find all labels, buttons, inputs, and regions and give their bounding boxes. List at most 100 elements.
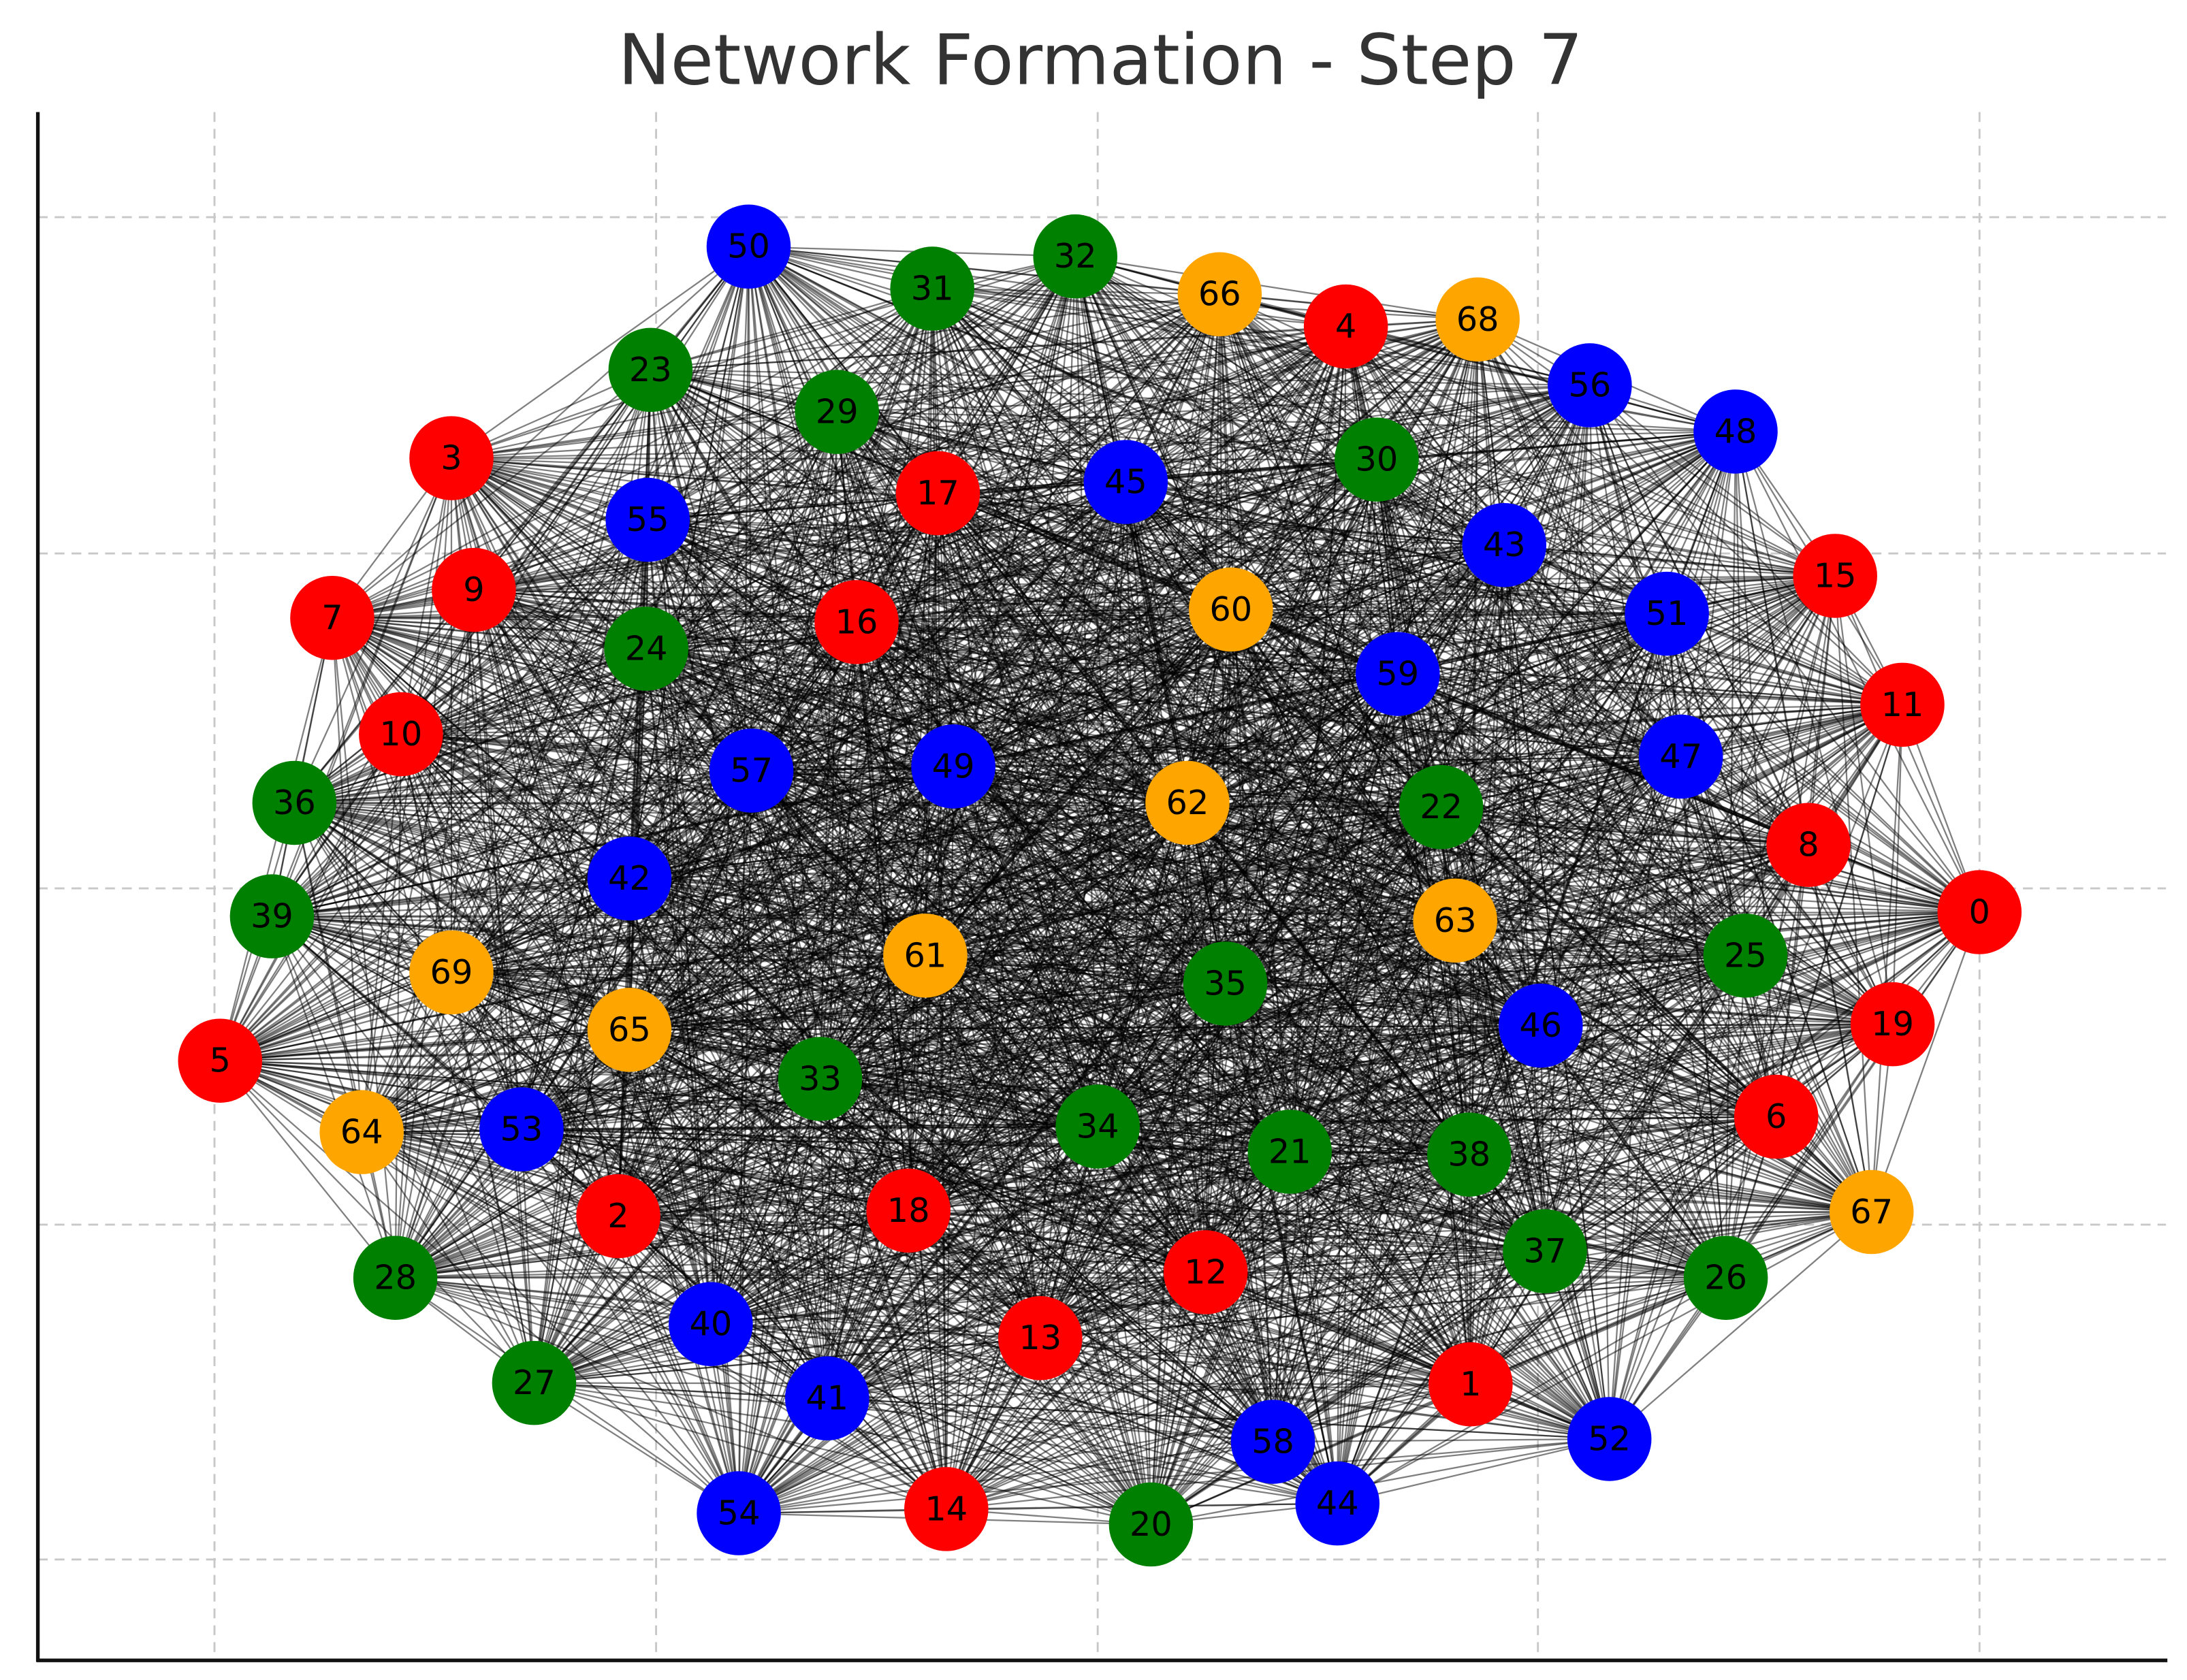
graph-node: 54 [697, 1471, 781, 1555]
node-label: 68 [1456, 300, 1499, 339]
graph-node: 41 [785, 1356, 869, 1441]
node-label: 33 [799, 1059, 842, 1098]
node-label: 48 [1714, 411, 1757, 451]
node-circle [1937, 870, 2022, 954]
node-label: 23 [629, 350, 672, 389]
graph-node: 51 [1625, 571, 1709, 656]
node-circle [1499, 983, 1583, 1068]
graph-node: 21 [1247, 1110, 1332, 1194]
graph-node: 31 [890, 246, 974, 331]
graph-node: 60 [1189, 567, 1273, 652]
node-label: 54 [718, 1493, 761, 1533]
graph-node: 25 [1703, 914, 1788, 998]
graph-node: 43 [1462, 502, 1547, 587]
node-circle [1503, 1209, 1587, 1293]
node-label: 17 [916, 473, 959, 513]
node-label: 21 [1268, 1131, 1311, 1171]
node-label: 61 [904, 935, 946, 975]
node-circle [778, 1037, 863, 1121]
node-label: 53 [500, 1110, 543, 1149]
graph-node: 67 [1829, 1169, 1914, 1255]
graph-node: 2 [576, 1174, 660, 1259]
graph-node: 0 [1937, 870, 2022, 954]
node-circle [1177, 252, 1262, 337]
node-circle [1638, 714, 1723, 799]
node-circle [492, 1340, 577, 1425]
graph-node: 38 [1427, 1112, 1512, 1197]
node-circle [1427, 1112, 1512, 1197]
graph-node: 58 [1230, 1400, 1315, 1484]
node-label: 1 [1460, 1364, 1481, 1404]
graph-node: 22 [1399, 764, 1484, 850]
graph-node: 63 [1413, 878, 1497, 963]
node-label: 60 [1209, 589, 1252, 629]
node-circle [1850, 982, 1935, 1067]
node-circle [997, 1296, 1083, 1380]
graph-node: 64 [319, 1090, 404, 1174]
node-circle [1567, 1397, 1652, 1481]
node-circle [1462, 502, 1547, 587]
node-circle [1435, 277, 1520, 362]
node-label: 64 [340, 1112, 383, 1152]
node-label: 5 [210, 1041, 231, 1080]
node-label: 39 [251, 896, 293, 936]
node-label: 15 [1814, 555, 1857, 595]
node-circle [1428, 1342, 1513, 1427]
node-label: 20 [1130, 1504, 1172, 1544]
graph-node: 49 [911, 724, 995, 809]
node-circle [605, 477, 690, 562]
graph-node: 29 [795, 370, 879, 454]
graph-node: 15 [1793, 534, 1877, 618]
graph-node: 24 [604, 607, 688, 691]
node-circle [178, 1018, 263, 1103]
node-circle [252, 760, 337, 845]
node-circle [604, 607, 688, 691]
node-circle [866, 1168, 951, 1253]
node-label: 46 [1519, 1005, 1562, 1045]
graph-node: 37 [1503, 1209, 1587, 1293]
node-label: 25 [1724, 935, 1767, 975]
graph-node: 68 [1435, 277, 1520, 362]
node-label: 12 [1184, 1252, 1227, 1291]
node-label: 47 [1659, 737, 1702, 776]
graph-node: 33 [778, 1037, 863, 1121]
node-label: 63 [1434, 901, 1477, 940]
node-label: 26 [1704, 1258, 1747, 1297]
node-circle [1413, 878, 1497, 963]
node-label: 35 [1204, 963, 1247, 1003]
node-label: 29 [816, 392, 859, 432]
node-label: 11 [1881, 685, 1924, 724]
node-label: 40 [689, 1304, 732, 1344]
graph-node: 12 [1163, 1230, 1248, 1314]
node-label: 19 [1871, 1004, 1914, 1044]
node-circle [814, 580, 899, 664]
node-label: 13 [1019, 1318, 1061, 1357]
node-circle [795, 370, 879, 454]
graph-node: 32 [1033, 214, 1118, 299]
node-circle [1793, 534, 1877, 618]
node-label: 41 [805, 1378, 848, 1418]
node-circle [1247, 1110, 1332, 1194]
graph-node: 56 [1548, 343, 1632, 427]
node-circle [895, 451, 980, 536]
node-label: 44 [1316, 1483, 1359, 1523]
node-label: 66 [1198, 274, 1241, 314]
node-circle [904, 1467, 989, 1551]
graph-node: 46 [1499, 983, 1583, 1068]
node-label: 37 [1524, 1231, 1567, 1271]
node-label: 55 [626, 500, 669, 539]
node-label: 43 [1483, 525, 1526, 564]
node-label: 67 [1850, 1192, 1893, 1231]
node-label: 14 [925, 1489, 968, 1528]
graph-node: 62 [1145, 760, 1230, 845]
node-circle [1083, 440, 1168, 524]
graph-node: 30 [1335, 417, 1419, 502]
graph-node: 6 [1734, 1074, 1819, 1159]
node-circle [1108, 1482, 1194, 1567]
node-label: 30 [1355, 440, 1398, 479]
node-circle [587, 988, 672, 1072]
node-circle [1829, 1169, 1914, 1255]
node-circle [1399, 764, 1484, 850]
node-label: 52 [1588, 1419, 1631, 1458]
node-label: 0 [1969, 892, 1990, 931]
